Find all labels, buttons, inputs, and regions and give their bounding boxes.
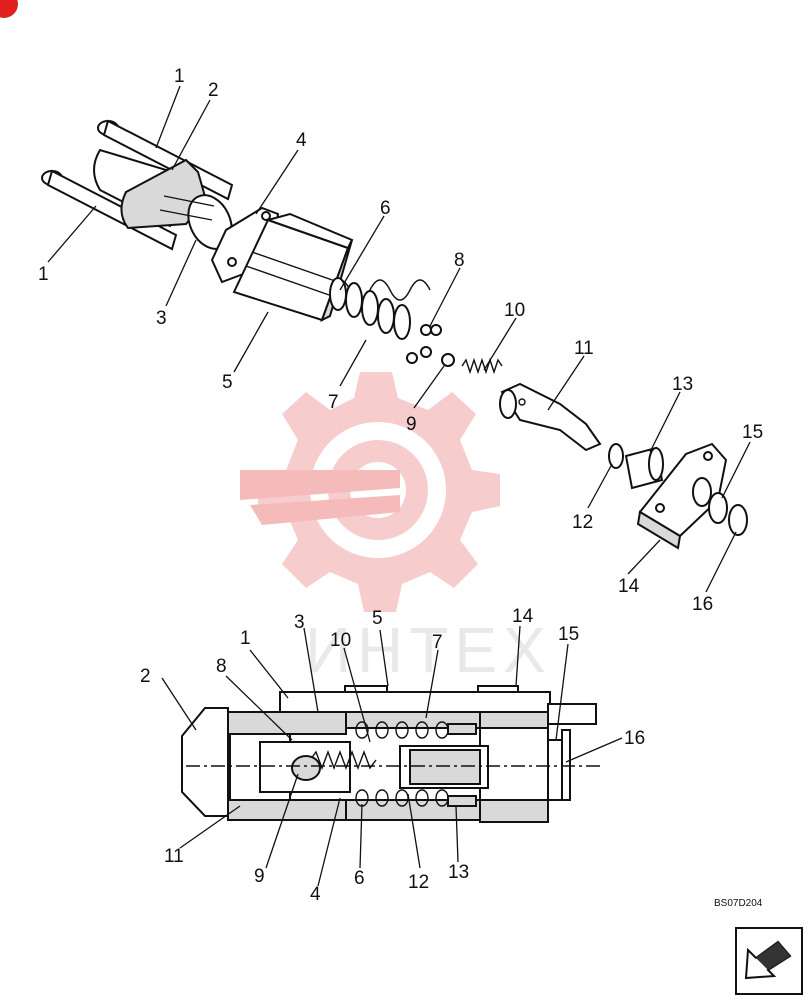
exploded-view	[41, 119, 748, 550]
section-label: 2	[140, 666, 151, 687]
next-page-button[interactable]	[735, 927, 803, 995]
exploded-label: 3	[156, 308, 167, 329]
end-cap-part	[93, 148, 233, 250]
section-label: 15	[558, 624, 579, 645]
exploded-label: 9	[406, 414, 417, 435]
exploded-label: 10	[504, 300, 525, 321]
exploded-part-labels: 1 2 1 3 4 5 6 7 8 9 10 11 12 13 14 15 16	[38, 66, 763, 615]
snap-ring-part	[608, 443, 624, 469]
exploded-label: 11	[574, 338, 594, 359]
exploded-label: 15	[742, 422, 763, 443]
section-view	[181, 685, 600, 823]
section-label: 11	[164, 846, 184, 867]
exploded-leader-lines	[47, 85, 751, 593]
exploded-label: 16	[692, 594, 713, 615]
section-part-labels: 2 1 8 3 10 5 7 14 15 16 11 9 4 6 12 13	[140, 606, 645, 905]
spring-part	[329, 277, 431, 340]
exploded-label: 14	[618, 576, 640, 597]
section-label: 10	[330, 630, 351, 651]
corner-badge	[0, 0, 18, 18]
section-label: 1	[240, 628, 251, 649]
section-leader-lines	[161, 625, 623, 887]
section-label: 16	[624, 728, 645, 749]
next-page-arrow-icon	[744, 940, 792, 980]
exploded-label: 8	[454, 250, 465, 271]
exploded-label: 4	[296, 130, 307, 151]
section-label: 7	[432, 632, 443, 653]
spool-part	[499, 382, 602, 452]
section-label: 5	[372, 608, 383, 629]
watermark-gear-logo	[240, 372, 500, 612]
section-label: 12	[408, 872, 429, 893]
exploded-label: 7	[328, 392, 339, 413]
section-label: 3	[294, 612, 305, 633]
section-label: 6	[354, 868, 365, 889]
exploded-label: 13	[672, 374, 693, 395]
section-label: 8	[216, 656, 227, 677]
exploded-label: 12	[572, 512, 593, 533]
section-label: 9	[254, 866, 265, 887]
section-label: 4	[310, 884, 321, 905]
cover-part	[636, 442, 728, 550]
exploded-label: 1	[174, 66, 185, 87]
sleeve-part	[624, 446, 664, 490]
o-ring-part	[728, 504, 748, 536]
o-ring-part	[708, 492, 728, 524]
drawing-code: BS07D204	[714, 898, 763, 909]
exploded-label: 2	[208, 80, 219, 101]
section-label: 13	[448, 862, 469, 883]
section-label: 14	[512, 606, 534, 627]
exploded-label: 6	[380, 198, 391, 219]
ball-part	[406, 324, 455, 367]
exploded-label: 1	[38, 264, 49, 285]
exploded-label: 5	[222, 372, 233, 393]
small-spring-part	[461, 357, 503, 375]
